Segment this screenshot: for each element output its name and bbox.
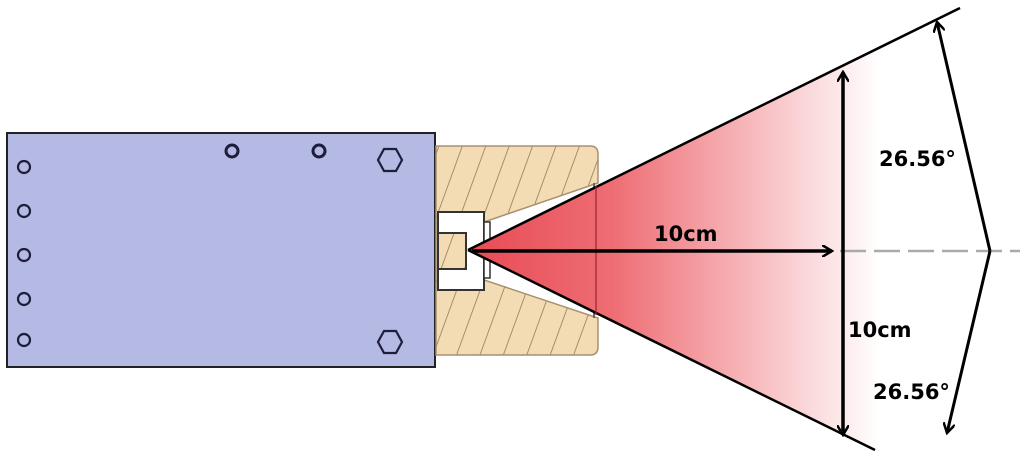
mounting-hole xyxy=(16,291,32,307)
mounting-hole xyxy=(16,247,32,263)
angle-label-lower: 26.56° xyxy=(873,380,950,404)
hex-hole xyxy=(376,147,404,173)
mounting-hole xyxy=(16,332,32,348)
hex-hole xyxy=(376,329,404,355)
cone-edge-upper xyxy=(467,6,961,252)
mounting-hole xyxy=(224,143,240,159)
angle-arrow-upper xyxy=(937,22,992,252)
sensor-board xyxy=(6,132,436,368)
angle-arrow-lower xyxy=(947,250,992,433)
distance-label: 10cm xyxy=(654,222,718,246)
angle-label-upper: 26.56° xyxy=(879,147,956,171)
detection-cone xyxy=(468,8,960,450)
cone-edge-lower xyxy=(467,248,876,452)
height-label: 10cm xyxy=(848,318,912,342)
mounting-hole xyxy=(16,203,32,219)
mounting-hole xyxy=(311,143,327,159)
mounting-hole xyxy=(16,159,32,175)
